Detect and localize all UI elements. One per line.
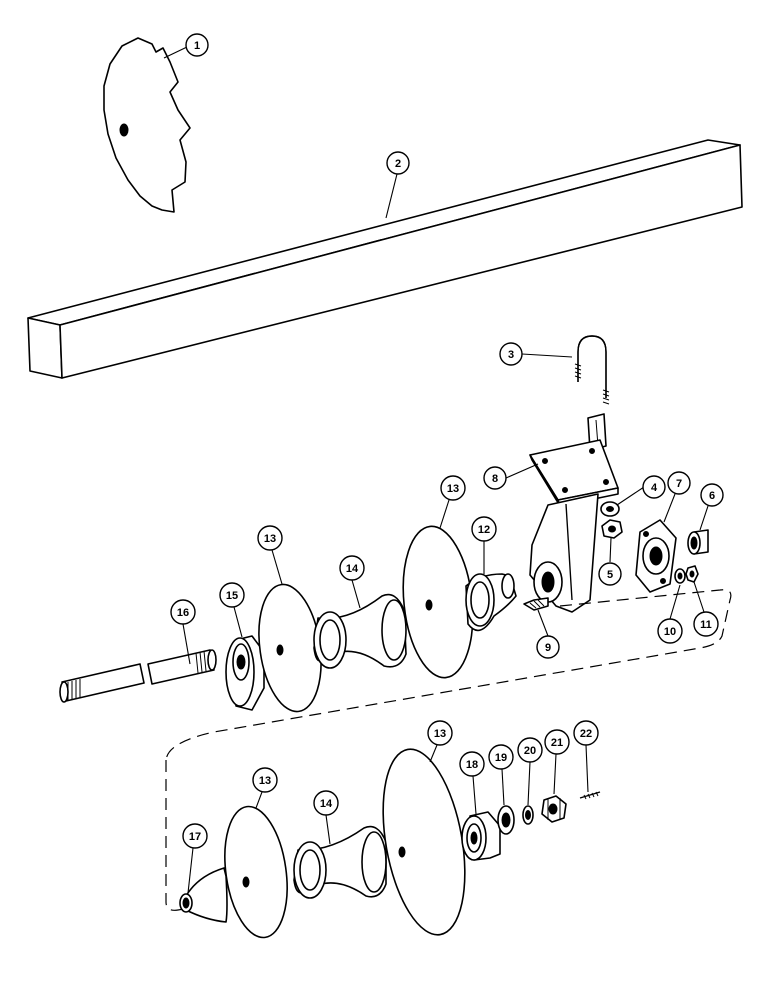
callout-4: 4 xyxy=(642,475,666,499)
callout-14a: 14 xyxy=(339,555,365,581)
callout-1: 1 xyxy=(185,33,209,57)
callout-3: 3 xyxy=(499,342,523,366)
flat-washer xyxy=(497,805,515,835)
disc-blade xyxy=(224,805,288,939)
callout-18-label: 18 xyxy=(466,759,478,771)
callout-13d-label: 13 xyxy=(259,775,271,787)
callout-10-label: 10 xyxy=(664,626,676,638)
callout-16-label: 16 xyxy=(177,607,189,619)
callout-15-label: 15 xyxy=(226,590,238,602)
callout-20: 20 xyxy=(517,737,543,763)
callout-2: 2 xyxy=(386,151,410,175)
callout-9-label: 9 xyxy=(545,642,551,654)
end-spool xyxy=(225,635,265,711)
thin-washer xyxy=(522,805,534,825)
small-washer xyxy=(674,568,686,584)
callout-11-label: 11 xyxy=(700,619,712,631)
callout-15: 15 xyxy=(219,582,245,608)
callout-5: 5 xyxy=(598,562,622,586)
callout-14a-label: 14 xyxy=(346,563,359,575)
assembly-path-lower xyxy=(165,760,191,911)
callout-5-label: 5 xyxy=(607,569,613,581)
lock-washer xyxy=(600,501,620,517)
callout-13c: 13 xyxy=(427,720,453,746)
callout-8: 8 xyxy=(483,466,507,490)
bearing-spacer xyxy=(461,811,501,861)
callout-21: 21 xyxy=(544,729,570,755)
callout-13d: 13 xyxy=(252,767,278,793)
gang-shaft xyxy=(59,649,217,703)
callout-2-label: 2 xyxy=(395,158,401,170)
cotter-pin xyxy=(579,791,601,800)
small-nut xyxy=(685,565,699,583)
callout-9: 9 xyxy=(536,635,560,659)
callout-18: 18 xyxy=(459,751,485,777)
assembly-path-upper xyxy=(165,589,732,761)
callout-8-label: 8 xyxy=(492,473,498,485)
u-bolt xyxy=(574,335,610,405)
callout-17: 17 xyxy=(182,823,208,849)
callout-16: 16 xyxy=(170,599,196,625)
callout-10: 10 xyxy=(657,618,683,644)
callout-13b-label: 13 xyxy=(264,533,276,545)
callout-12-label: 12 xyxy=(478,524,490,536)
bearing xyxy=(687,529,709,555)
end-cone xyxy=(179,867,228,923)
spacer-spool xyxy=(293,825,387,899)
callout-13a: 13 xyxy=(440,475,466,501)
hanger-bracket xyxy=(529,413,619,613)
callout-14b: 14 xyxy=(313,790,339,816)
spacer-spool xyxy=(313,593,407,669)
disc-blade xyxy=(382,748,466,936)
callout-11: 11 xyxy=(693,611,719,637)
cone-spacer xyxy=(465,573,517,632)
callout-1-label: 1 xyxy=(194,40,200,52)
callout-14b-label: 14 xyxy=(320,798,333,810)
callout-3-label: 3 xyxy=(508,349,514,361)
callout-19-label: 19 xyxy=(495,752,507,764)
callout-19: 19 xyxy=(488,744,514,770)
callout-22: 22 xyxy=(573,720,599,746)
callout-7-label: 7 xyxy=(676,478,682,490)
callout-6: 6 xyxy=(700,483,724,507)
castle-nut xyxy=(541,795,567,823)
callout-13b: 13 xyxy=(257,525,283,551)
callout-6-label: 6 xyxy=(709,490,715,502)
carriage-bolt xyxy=(523,597,549,611)
callout-4-label: 4 xyxy=(651,482,658,494)
callout-20-label: 20 xyxy=(524,745,536,757)
notched-disc-blade xyxy=(103,37,191,213)
leader-lines xyxy=(163,46,709,894)
callout-21-label: 21 xyxy=(551,737,563,749)
hex-nut xyxy=(601,519,623,539)
gang-bar xyxy=(27,139,743,379)
callout-12: 12 xyxy=(471,516,497,542)
callout-17-label: 17 xyxy=(189,831,201,843)
callout-13c-label: 13 xyxy=(434,728,446,740)
callout-7: 7 xyxy=(667,471,691,495)
flange-housing xyxy=(635,519,677,593)
callout-13a-label: 13 xyxy=(447,483,459,495)
callout-22-label: 22 xyxy=(580,728,592,740)
